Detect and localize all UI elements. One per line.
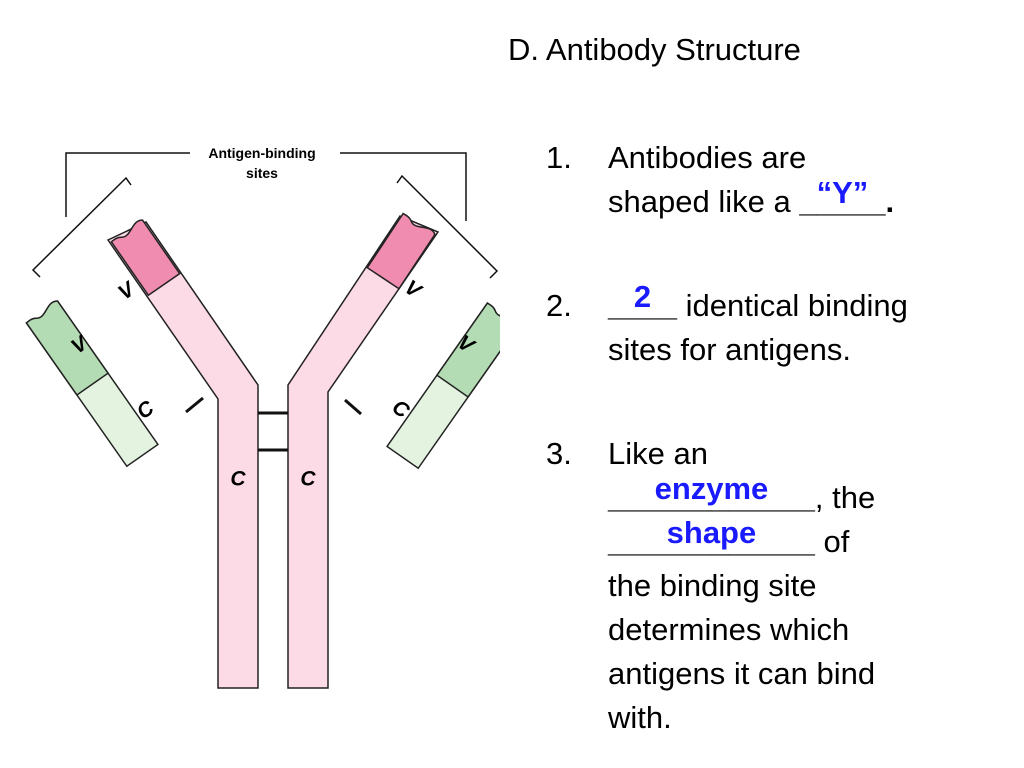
item-3-answer-2: shape (666, 515, 757, 550)
item-1-number: 1. (546, 140, 572, 175)
item-3-line5: determines which (608, 612, 850, 647)
item-3-line2: ____________enzyme, the (608, 471, 1018, 520)
item-2-text-after: identical binding (676, 288, 908, 323)
item-3-underline-1: ____________ (608, 480, 815, 515)
slide-title: D. Antibody Structure (508, 32, 801, 67)
item-2-answer: 2 (633, 279, 652, 314)
item-3-blank-1: ____________enzyme (608, 471, 815, 520)
item-1-answer: “Y” (816, 175, 869, 210)
item-3-line3: ____________shape of (608, 515, 1018, 564)
item-3-blank-2: ____________shape (608, 515, 815, 564)
left-heavy-chain (106, 221, 259, 689)
callout-label-line1: Antigen-binding (208, 145, 315, 161)
item-2-blank: ____2 (608, 279, 677, 328)
disulfide-bonds (185, 396, 362, 452)
item-3-underline-2: ____________ (608, 524, 815, 559)
left-heavy-constant-letter: C (230, 468, 246, 491)
item-1-blank: _____“Y” (799, 175, 886, 224)
item-3-number: 3. (546, 436, 572, 471)
item-2-underline: ____ (608, 288, 677, 323)
item-2-number: 2. (546, 288, 572, 323)
antibody-diagram: Antigen-binding sites V C V C C V V C (25, 145, 500, 689)
item-3-answer-1: enzyme (654, 471, 769, 506)
item-3-text-after-1: , the (814, 480, 876, 515)
item-3-line4: the binding site (608, 568, 817, 603)
item-1-text-after: . (885, 184, 895, 219)
item-2-line1: ____2 identical binding (608, 279, 1018, 328)
right-light-variable-region (435, 302, 500, 399)
item-3-line7: with. (608, 700, 672, 735)
item-1-text-before: shaped like a (608, 184, 800, 219)
item-1-underline: _____ (799, 184, 886, 219)
left-light-variable-region (25, 300, 110, 397)
right-heavy-variable-region (366, 212, 436, 290)
item-1-line2: shaped like a _____“Y”. (608, 175, 1018, 224)
callout-label-line2: sites (246, 165, 278, 181)
item-3-line1: Like an (608, 436, 708, 471)
item-1-line1: Antibodies are (608, 140, 807, 175)
item-3-line6: antigens it can bind (608, 656, 876, 691)
left-heavy-variable-region (110, 219, 181, 297)
right-heavy-constant-letter: C (300, 468, 316, 491)
antigen-binding-callout (31, 152, 499, 279)
item-3-text-after-2: of (814, 524, 850, 559)
item-2-line2: sites for antigens. (608, 332, 851, 367)
right-heavy-chain (287, 215, 440, 689)
